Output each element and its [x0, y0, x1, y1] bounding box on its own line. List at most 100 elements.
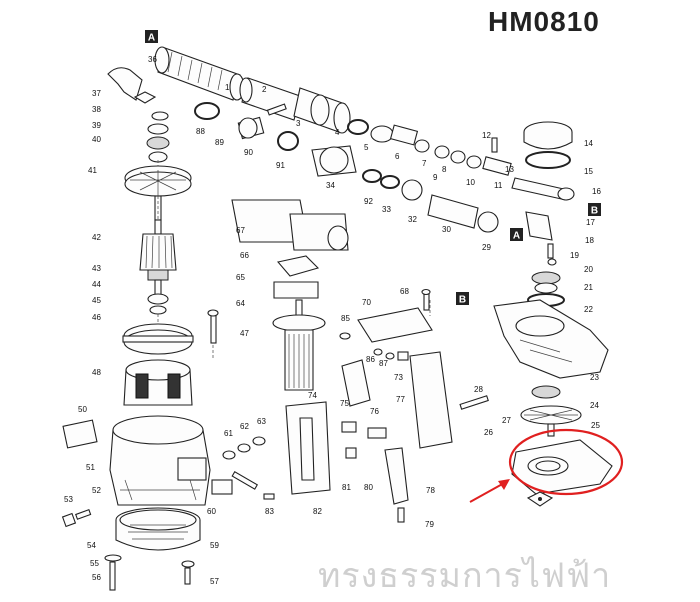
- highlight-arrow: [469, 479, 510, 503]
- motor-housing: [62, 323, 211, 551]
- marker-b-mid: B: [456, 292, 469, 306]
- part-number-43: 43: [92, 264, 101, 273]
- part-number-29: 29: [482, 243, 491, 252]
- marker-a-mid: A: [510, 228, 523, 242]
- part-number-75: 75: [340, 399, 349, 408]
- armature: [139, 219, 177, 315]
- part-number-47: 47: [240, 329, 249, 338]
- part-number-33: 33: [382, 205, 391, 214]
- part-number-76: 76: [370, 407, 379, 416]
- leader-lines: [157, 160, 431, 360]
- part-number-54: 54: [87, 541, 96, 550]
- part-number-38: 38: [92, 105, 101, 114]
- part-number-22: 22: [584, 305, 593, 314]
- part-number-89: 89: [215, 138, 224, 147]
- marker-letter: B: [459, 295, 466, 306]
- part-number-50: 50: [78, 405, 87, 414]
- part-number-19: 19: [570, 251, 579, 260]
- part-number-28: 28: [474, 385, 483, 394]
- part-number-51: 51: [86, 463, 95, 472]
- part-number-68: 68: [400, 287, 409, 296]
- part-number-13: 13: [505, 165, 514, 174]
- part-number-62: 62: [240, 422, 249, 431]
- fasteners-bottom-left: [61, 309, 275, 591]
- part-number-5: 5: [364, 143, 369, 152]
- part-number-46: 46: [92, 313, 101, 322]
- part-number-25: 25: [591, 421, 600, 430]
- part-number-27: 27: [502, 416, 511, 425]
- part-number-81: 81: [342, 483, 351, 492]
- part-number-83: 83: [265, 507, 274, 516]
- part-number-11: 11: [494, 181, 503, 190]
- watermark-text: ทรงธรรมการไฟฟ้า: [318, 556, 612, 596]
- part-number-37: 37: [92, 89, 101, 98]
- part-number-56: 56: [92, 573, 101, 582]
- part-number-40: 40: [92, 135, 101, 144]
- crank-cover-part-26: [511, 439, 613, 507]
- part-number-74: 74: [308, 391, 317, 400]
- part-number-15: 15: [584, 167, 593, 176]
- part-number-9: 9: [433, 173, 438, 182]
- model-title: HM0810: [488, 6, 600, 37]
- part-number-78: 78: [426, 486, 435, 495]
- part-number-82: 82: [313, 507, 322, 516]
- part-number-55: 55: [90, 559, 99, 568]
- marker-letter: A: [513, 231, 520, 242]
- part-number-12: 12: [482, 131, 491, 140]
- part-number-8: 8: [442, 165, 447, 174]
- part-number-48: 48: [92, 368, 101, 377]
- part-number-23: 23: [590, 373, 599, 382]
- part-number-4: 4: [335, 128, 340, 137]
- marker-letter: A: [148, 33, 155, 44]
- part-number-24: 24: [590, 401, 599, 410]
- part-number-26: 26: [484, 428, 493, 437]
- marker-letter: B: [591, 206, 598, 217]
- part-number-39: 39: [92, 121, 101, 130]
- part-number-44: 44: [92, 280, 101, 289]
- part-number-20: 20: [584, 265, 593, 274]
- part-number-88: 88: [196, 127, 205, 136]
- part-number-52: 52: [92, 486, 101, 495]
- part-number-92: 92: [364, 197, 373, 206]
- part-number-87: 87: [379, 359, 388, 368]
- part-number-91: 91: [276, 161, 285, 170]
- part-number-85: 85: [341, 314, 350, 323]
- cylinder-assembly: [154, 46, 351, 134]
- part-number-90: 90: [244, 148, 253, 157]
- part-number-3: 3: [296, 119, 301, 128]
- part-number-66: 66: [240, 251, 249, 260]
- marker-b-right: B: [588, 203, 601, 217]
- part-number-10: 10: [466, 178, 475, 187]
- part-number-42: 42: [92, 233, 101, 242]
- part-number-32: 32: [408, 215, 417, 224]
- highlight-circle: [508, 428, 624, 496]
- part-number-60: 60: [207, 507, 216, 516]
- part-number-6: 6: [395, 152, 400, 161]
- left-column-parts: [107, 67, 192, 221]
- part-number-61: 61: [224, 429, 233, 438]
- part-number-18: 18: [585, 236, 594, 245]
- part-number-16: 16: [592, 187, 601, 196]
- part-number-57: 57: [210, 577, 219, 586]
- part-number-2: 2: [262, 85, 267, 94]
- part-number-21: 21: [584, 283, 593, 292]
- part-number-65: 65: [236, 273, 245, 282]
- part-number-14: 14: [584, 139, 593, 148]
- right-top-parts: [347, 119, 575, 201]
- part-number-34: 34: [326, 181, 335, 190]
- crank-housing: [493, 299, 609, 437]
- part-number-80: 80: [364, 483, 373, 492]
- part-number-77: 77: [396, 395, 405, 404]
- part-number-30: 30: [442, 225, 451, 234]
- part-number-1: 1: [225, 83, 230, 92]
- part-number-53: 53: [64, 495, 73, 504]
- part-number-86: 86: [366, 355, 375, 364]
- part-number-17: 17: [586, 218, 595, 227]
- part-number-7: 7: [422, 159, 427, 168]
- side-handle: [231, 199, 349, 391]
- part-number-36: 36: [148, 55, 157, 64]
- part-number-67: 67: [236, 226, 245, 235]
- part-number-79: 79: [425, 520, 434, 529]
